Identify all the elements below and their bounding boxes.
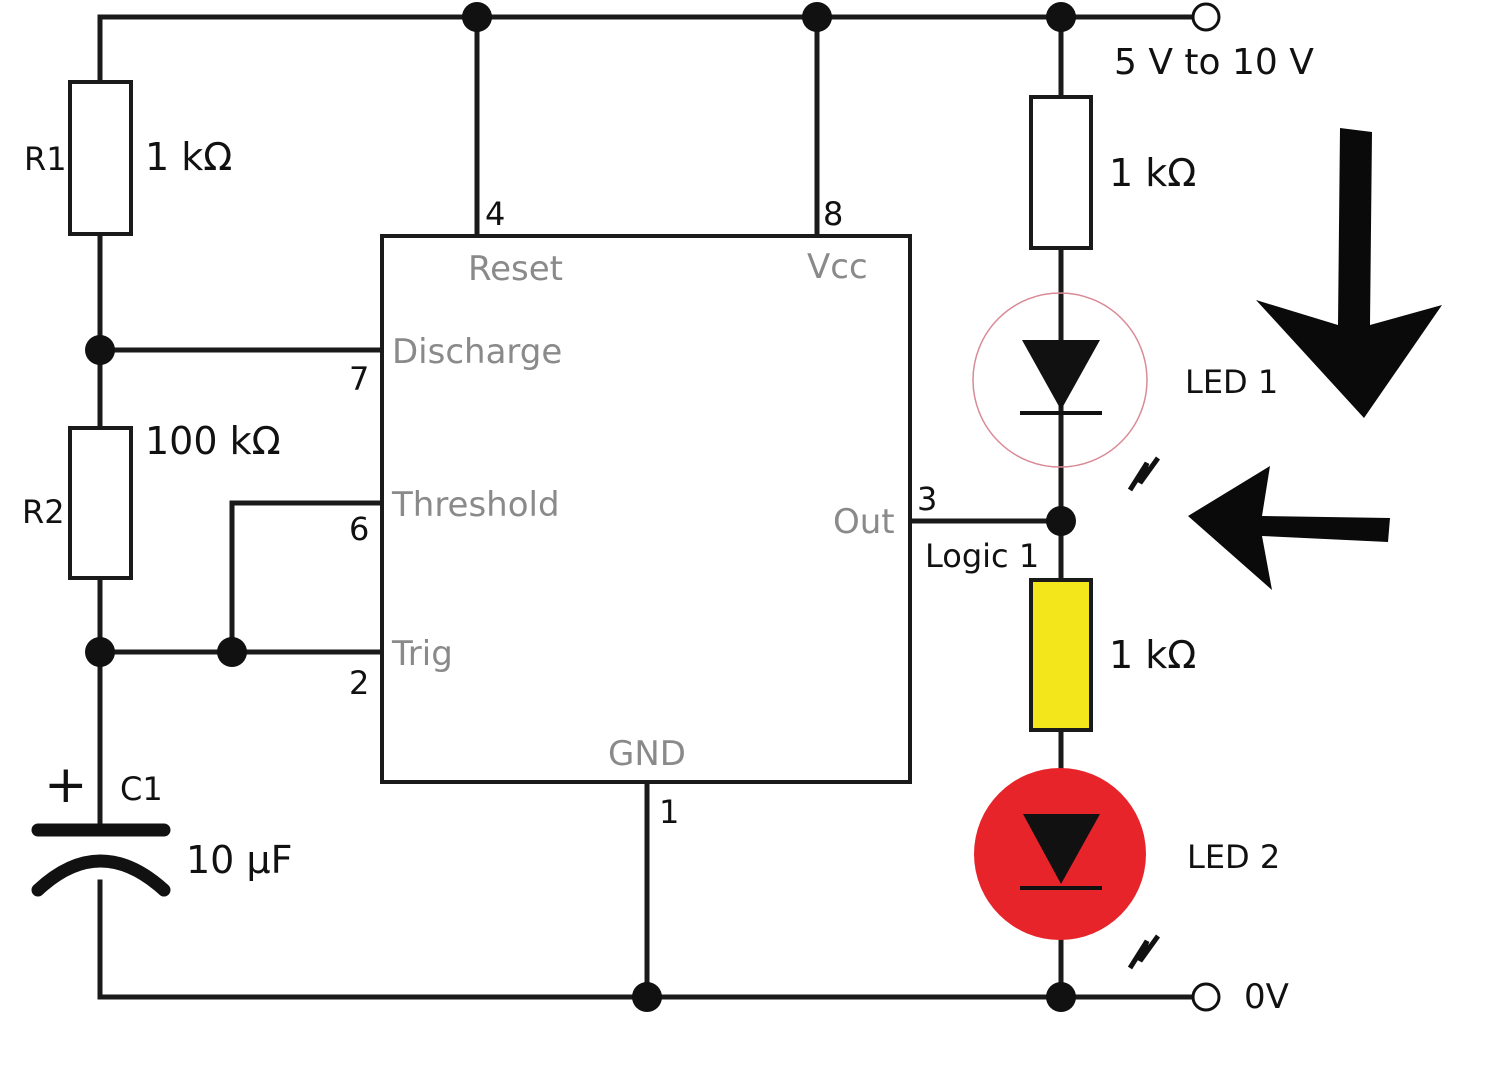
junction-dot [1046,982,1076,1012]
pin-name-vcc: Vcc [807,247,868,287]
pin-name-trig: Trig [391,634,453,674]
resistor-r1 [68,80,133,236]
down-arrow-icon [1256,128,1442,418]
light-emission-icon [1127,934,1161,970]
led-2 [974,768,1161,970]
resistor-bottom [1029,578,1093,732]
pin-name-discharge: Discharge [392,332,562,372]
pin-name-threshold: Threshold [391,485,560,525]
led-2-label: LED 2 [1187,838,1280,876]
resistor-r2 [68,426,133,580]
supply-terminal [1191,2,1221,32]
r1-name: R1 [24,140,67,178]
junctions [85,2,1076,1012]
junction-dot [85,335,115,365]
pin-number-threshold: 6 [349,510,369,548]
capacitor-c1 [31,823,171,897]
light-emission-icon [1127,456,1161,492]
ground-terminal [1191,982,1221,1012]
pin-number-out: 3 [917,480,937,518]
pin-name-reset: Reset [468,249,563,289]
c1-name: C1 [120,770,163,808]
r2-value: 100 kΩ [145,419,281,463]
led-1-ring [972,292,1148,468]
resistor-top [1029,95,1093,250]
timer-ic-body [380,234,912,784]
supply-label: 5 V to 10 V [1114,42,1314,83]
junction-dot [632,982,662,1012]
pin-name-out: Out [833,502,895,542]
junction-dot [1046,2,1076,32]
r2-name: R2 [22,493,65,531]
r-bottom-value: 1 kΩ [1109,633,1196,677]
pin-number-vcc: 8 [823,195,843,233]
junction-dot [1046,506,1076,536]
r1-value: 1 kΩ [145,135,232,179]
c1-value: 10 µF [186,838,292,882]
led-1-label: LED 1 [1185,363,1278,401]
c1-polarity: + [44,755,88,815]
left-arrow-icon [1188,466,1390,590]
junction-dot [217,637,247,667]
junction-dot [85,637,115,667]
r-top-value: 1 kΩ [1109,151,1196,195]
pin-number-gnd: 1 [659,793,679,831]
ground-label: 0V [1244,977,1289,1017]
junction-dot [802,2,832,32]
led-1 [972,292,1161,492]
output-state-label: Logic 1 [925,537,1039,575]
pin-number-trig: 2 [349,664,369,702]
junction-dot [462,2,492,32]
pin-name-gnd: GND [608,734,686,774]
pin-number-discharge: 7 [349,360,369,398]
pin-number-reset: 4 [485,195,505,233]
